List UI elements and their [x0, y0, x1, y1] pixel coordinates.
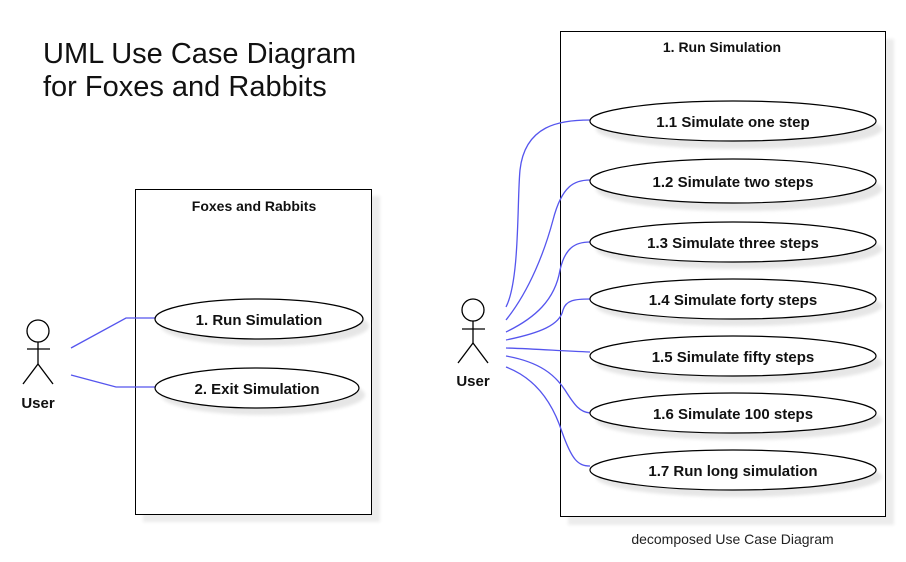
use-case-label: 2. Exit Simulation [194, 381, 319, 398]
use-case-label: 1.7 Run long simulation [648, 463, 817, 480]
connector-1-5 [505, 347, 591, 353]
left-actor[interactable] [22, 319, 54, 385]
connector-1-4 [505, 298, 591, 341]
diagram-title: UML Use Case Diagram for Foxes and Rabbi… [43, 38, 356, 104]
connector-1-1 [505, 119, 591, 308]
use-case-1-2[interactable]: 1.2 Simulate two steps [589, 158, 882, 211]
use-case-exit-simulation[interactable]: 2. Exit Simulation [154, 367, 365, 415]
connector-1-7 [505, 366, 591, 467]
use-case-label: 1.6 Simulate 100 steps [653, 406, 813, 423]
connector-1-2 [505, 179, 591, 321]
title-line-1: UML Use Case Diagram [43, 38, 357, 70]
connector-run-simulation [70, 317, 155, 349]
right-system-name: 1. Run Simulation [663, 39, 781, 55]
connector-1-6 [505, 355, 591, 414]
title-line-2: for Foxes and Rabbits [43, 71, 327, 103]
right-diagram: 1. Run Simulation User 1.1 Simulate one … [456, 31, 894, 525]
connector-1-3 [505, 241, 591, 333]
use-case-label: 1.3 Simulate three steps [647, 235, 819, 252]
use-case-1-3[interactable]: 1.3 Simulate three steps [589, 221, 882, 269]
left-actor-label: User [21, 395, 55, 412]
use-case-run-simulation[interactable]: 1. Run Simulation [154, 298, 369, 346]
use-case-label: 1.1 Simulate one step [656, 114, 809, 131]
diagram-caption: decomposed Use Case Diagram [631, 531, 834, 547]
right-actor[interactable] [457, 298, 489, 364]
connector-exit-simulation [70, 374, 155, 388]
actor-head-icon [26, 319, 50, 343]
use-case-1-7[interactable]: 1.7 Run long simulation [589, 449, 882, 497]
use-case-label: 1.2 Simulate two steps [653, 174, 814, 191]
use-case-1-6[interactable]: 1.6 Simulate 100 steps [589, 392, 882, 440]
use-case-label: 1.4 Simulate forty steps [649, 292, 817, 309]
use-case-1-1[interactable]: 1.1 Simulate one step [589, 100, 882, 149]
actor-head-icon [461, 298, 485, 322]
use-case-label: 1.5 Simulate fifty steps [652, 349, 815, 366]
left-system-boundary[interactable] [135, 189, 372, 515]
left-diagram: Foxes and Rabbits User 1. Run Simulation… [21, 189, 380, 522]
use-case-label: 1. Run Simulation [196, 312, 323, 329]
left-system-name: Foxes and Rabbits [192, 198, 317, 214]
use-case-1-5[interactable]: 1.5 Simulate fifty steps [589, 335, 882, 383]
use-case-1-4[interactable]: 1.4 Simulate forty steps [589, 278, 882, 326]
right-actor-label: User [456, 373, 490, 390]
